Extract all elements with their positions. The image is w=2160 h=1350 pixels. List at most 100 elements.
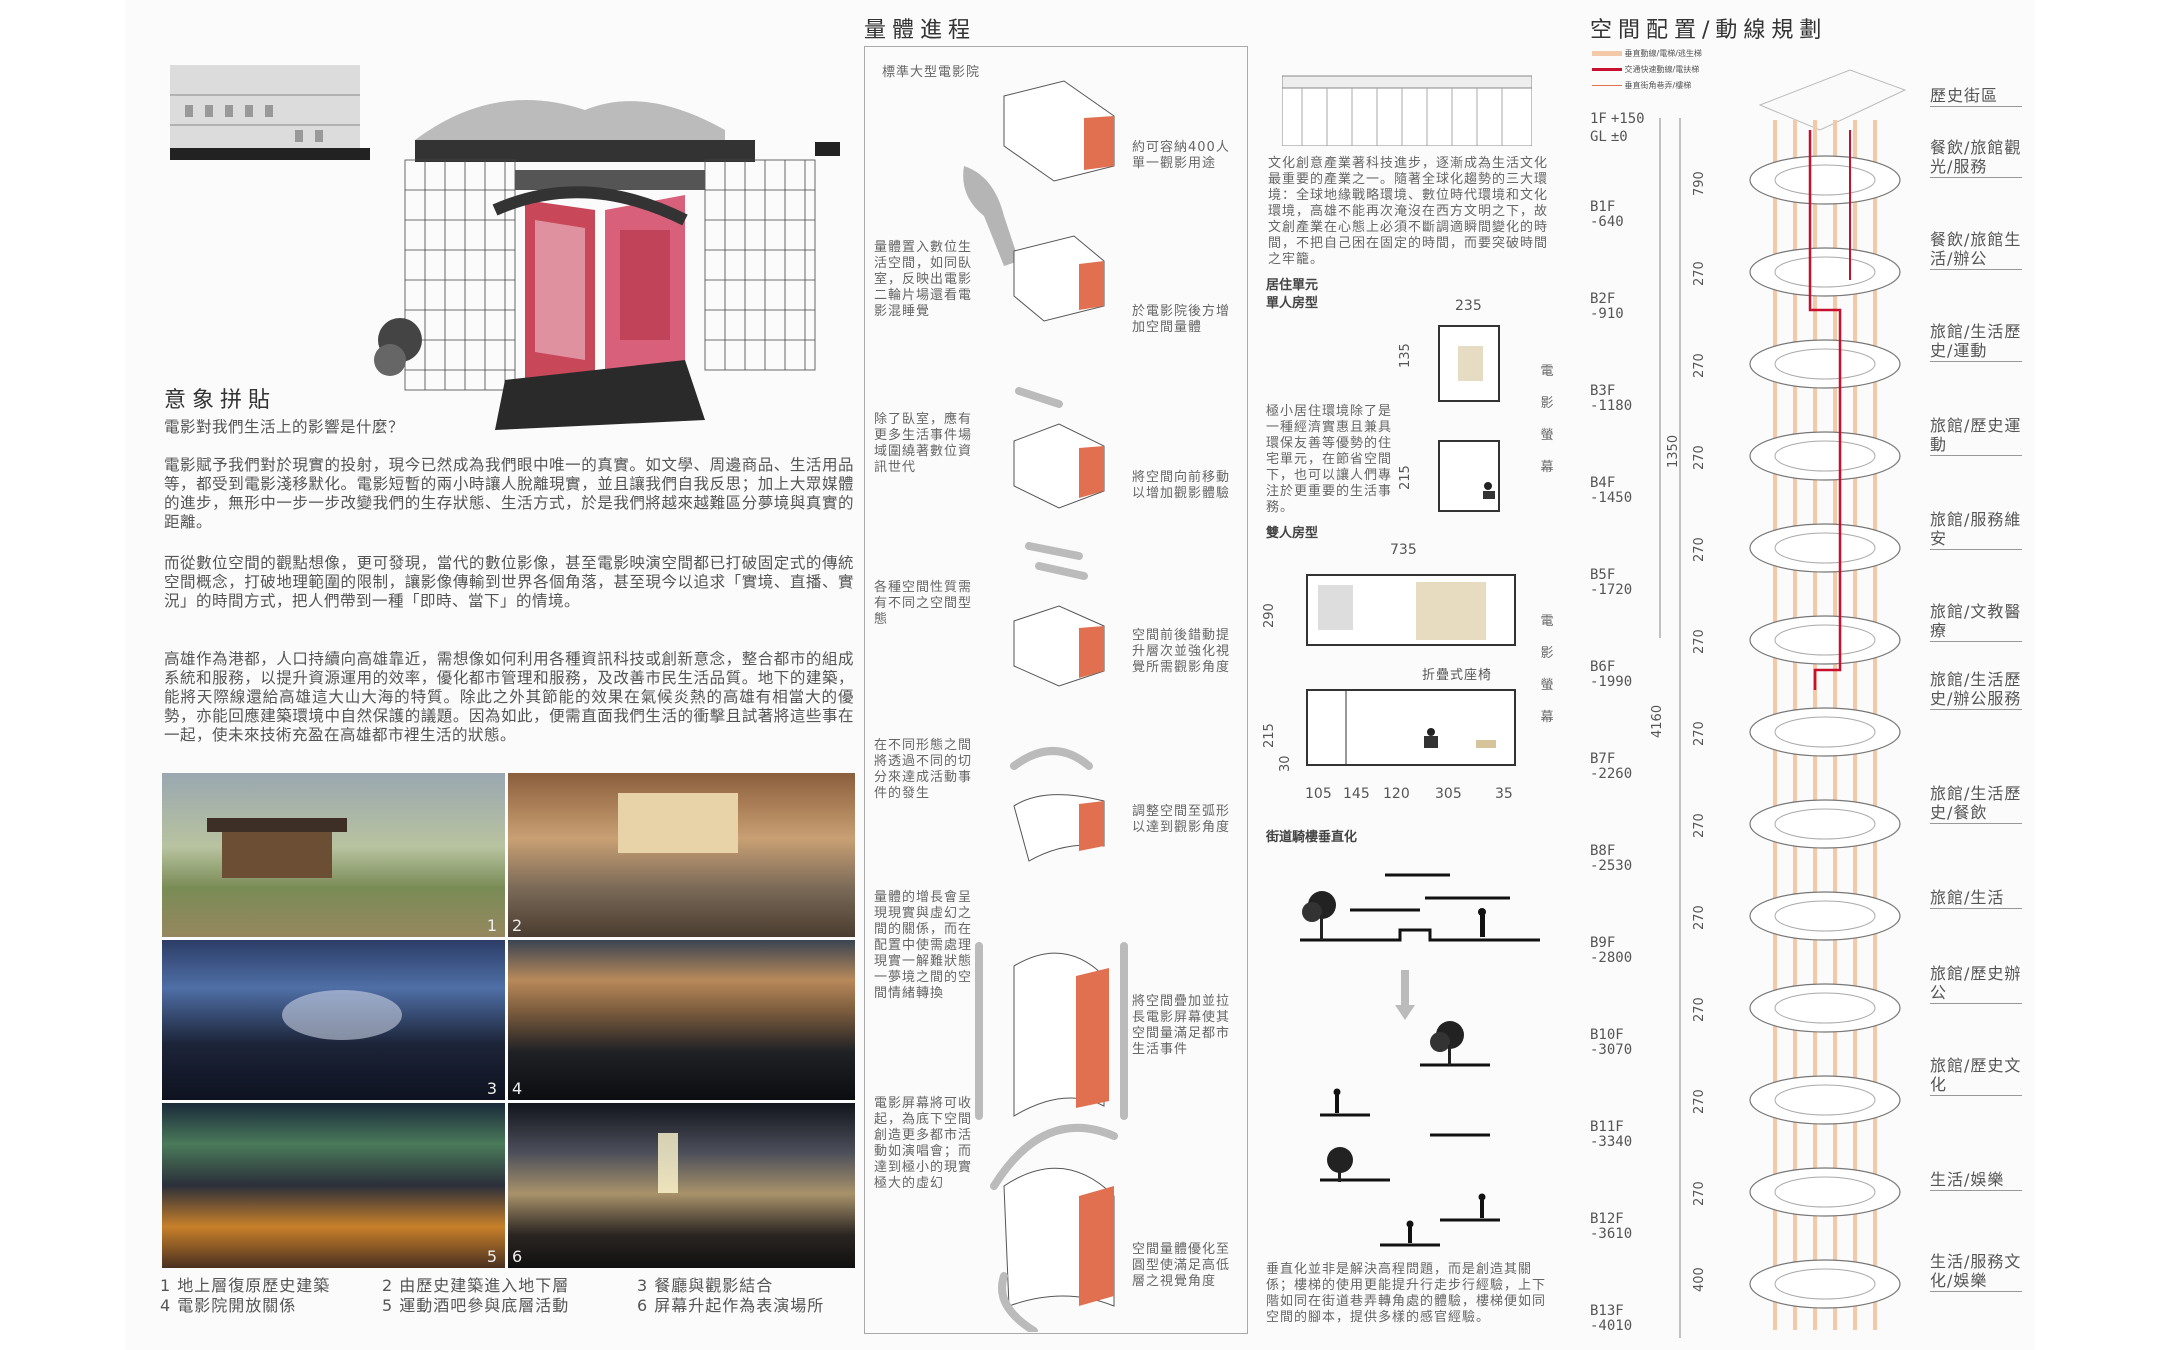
massing-step-7-left: 電影屏幕將可收起，為底下空間創造更多都市活動如演唱會；而達到極小的現實極大的虛幻 bbox=[874, 1096, 973, 1191]
double-room-lower-dim: 215 bbox=[1262, 723, 1277, 748]
dimension-axis bbox=[1640, 118, 1690, 1338]
massing-step-2-left: 量體置入數位生活空間，如同臥室，反映出電影二輪片場還看電影混睡覺 bbox=[874, 240, 973, 319]
floor-level: -3610 bbox=[1590, 1226, 1633, 1242]
function-label-10: 旅館/生活 bbox=[1930, 888, 2022, 909]
floor-level: -1450 bbox=[1590, 490, 1633, 506]
floor-core-5 bbox=[1774, 532, 1876, 564]
bottom-dim-4: 305 bbox=[1435, 786, 1462, 802]
double-room-heading: 雙人房型 bbox=[1266, 526, 1319, 541]
dim-step-9: 270 bbox=[1692, 997, 1707, 1022]
caption-3: 3 餐廳與觀影結合 bbox=[637, 1276, 774, 1295]
floor-core-4 bbox=[1774, 440, 1876, 472]
photo-number-6: 6 bbox=[512, 1247, 523, 1266]
double-room-height: 290 bbox=[1262, 603, 1277, 628]
floor-ring-3 bbox=[1749, 339, 1901, 389]
floor-name: B8F bbox=[1590, 843, 1616, 859]
floor-name: B4F bbox=[1590, 475, 1616, 491]
floor-level: -1990 bbox=[1590, 674, 1633, 690]
floor-13: B11F-3340 bbox=[1590, 1120, 1632, 1150]
floor-ring-4 bbox=[1749, 431, 1901, 481]
floor-name: B2F bbox=[1590, 291, 1616, 307]
dim-step-1: 270 bbox=[1692, 261, 1707, 286]
floor-level: ±0 bbox=[1610, 129, 1628, 145]
function-label-8: 旅館/生活歷史/辦公服務 bbox=[1930, 670, 2022, 710]
dim-last: 400 bbox=[1692, 1267, 1707, 1292]
screen-label-1-char-3: 螢 bbox=[1540, 428, 1554, 443]
collage-paragraph-3: 高雄作為港都，人口持續向高雄靠近，需想像如何利用各種資訊科技或創新意念，整合都市… bbox=[164, 650, 854, 744]
floor-core-10 bbox=[1774, 992, 1876, 1024]
floor-8: B6F-1990 bbox=[1590, 660, 1632, 690]
massing-step-1-right: 約可容納400人單一觀影用途 bbox=[1132, 140, 1230, 171]
floor-6: B4F-1450 bbox=[1590, 476, 1632, 506]
function-label-7: 旅館/文教醫療 bbox=[1930, 602, 2022, 642]
dim-step-8: 270 bbox=[1692, 905, 1707, 930]
dim-upper: 1350 bbox=[1666, 434, 1681, 468]
floor-name: B13F bbox=[1590, 1303, 1624, 1319]
photo-restaurant-cinema: 3 bbox=[162, 940, 505, 1100]
photo-performance-stage: 6 bbox=[508, 1103, 855, 1268]
massing-step-1-left: 標準大型電影院 bbox=[882, 65, 981, 80]
massing-step-3-right: 將空間向前移動以增加觀影體驗 bbox=[1132, 470, 1231, 501]
photo-number-1: 1 bbox=[486, 916, 497, 935]
caption-2: 2 由歷史建築進入地下層 bbox=[382, 1276, 570, 1295]
floor-level: -2800 bbox=[1590, 950, 1633, 966]
massing-step-2-right: 於電影院後方增加空間量體 bbox=[1132, 304, 1231, 335]
floor-12: B10F-3070 bbox=[1590, 1028, 1632, 1058]
function-label-14: 生活/服務文化/娛樂 bbox=[1930, 1252, 2022, 1292]
caption-5: 5 運動酒吧參與底層活動 bbox=[382, 1296, 570, 1315]
screen-label-2-char-3: 螢 bbox=[1540, 678, 1554, 693]
photo-sports-bar: 5 bbox=[162, 1103, 505, 1268]
floor-ring-1 bbox=[1749, 155, 1901, 205]
floor-11: B9F-2800 bbox=[1590, 936, 1632, 966]
floor-10: B8F-2530 bbox=[1590, 844, 1632, 874]
massing-step-6-right: 將空間疊加並拉長電影屏幕使其空間量滿足都市生活事件 bbox=[1132, 994, 1231, 1057]
floor-ring-11 bbox=[1749, 1075, 1901, 1125]
function-label-4: 旅館/生活歷史/運動 bbox=[1930, 322, 2022, 362]
legend-3: 垂直街角巷弄/樓梯 bbox=[1592, 80, 1691, 91]
floor-name: B9F bbox=[1590, 935, 1616, 951]
floor-ring-6 bbox=[1749, 615, 1901, 665]
floor-name: B11F bbox=[1590, 1119, 1624, 1135]
unit-heading: 居住單元 bbox=[1266, 278, 1319, 293]
floor-ring-13 bbox=[1749, 1259, 1901, 1309]
dim-step-7: 270 bbox=[1692, 813, 1707, 838]
photo-historic-building: 1 bbox=[162, 773, 505, 937]
dim-step-10: 270 bbox=[1692, 1089, 1707, 1114]
floor-9: B7F-2260 bbox=[1590, 752, 1632, 782]
dim-step-3: 270 bbox=[1692, 445, 1707, 470]
circulation-section bbox=[1740, 30, 1910, 1340]
bottom-dim-2: 145 bbox=[1343, 786, 1370, 802]
dim-step-4: 270 bbox=[1692, 537, 1707, 562]
collage-paragraph-2: 而從數位空間的觀點想像，更可發現，當代的數位影像，甚至電影映演空間都已打破固定式… bbox=[164, 554, 854, 610]
function-label-12: 旅館/歷史文化 bbox=[1930, 1056, 2022, 1096]
double-room-width: 735 bbox=[1390, 542, 1417, 558]
floor-core-2 bbox=[1774, 256, 1876, 288]
function-label-6: 旅館/服務維安 bbox=[1930, 510, 2022, 550]
floor-ring-5 bbox=[1749, 523, 1901, 573]
floor-core-8 bbox=[1774, 808, 1876, 840]
caption-1: 1 地上層復原歷史建築 bbox=[160, 1276, 331, 1295]
floor-name: B3F bbox=[1590, 383, 1616, 399]
floor-name: 1F bbox=[1590, 111, 1607, 127]
bottom-dim-1: 105 bbox=[1305, 786, 1332, 802]
floor-core-12 bbox=[1774, 1176, 1876, 1208]
photo-number-3: 3 bbox=[486, 1079, 497, 1098]
legend-1: 垂直動線/電梯/逃生梯 bbox=[1592, 48, 1702, 59]
massing-step-4-right: 空間前後錯動提升層次並強化視覺所需觀影角度 bbox=[1132, 628, 1231, 675]
folding-seat-label: 折疊式座椅 bbox=[1422, 668, 1493, 683]
circulation-heading: 空間配置/動線規劃 bbox=[1590, 18, 1828, 43]
floor-level: -640 bbox=[1590, 214, 1624, 230]
screen-label-1-char-1: 電 bbox=[1540, 364, 1554, 379]
function-label-11: 旅館/歷史辦公 bbox=[1930, 964, 2022, 1004]
function-label-3: 餐飲/旅館生活/辦公 bbox=[1930, 230, 2022, 270]
screen-label-1-char-2: 影 bbox=[1540, 396, 1554, 411]
screen-label-2-char-4: 幕 bbox=[1540, 710, 1554, 725]
floor-core-13 bbox=[1774, 1268, 1876, 1300]
single-room-width: 235 bbox=[1455, 298, 1482, 314]
floor-ring-8 bbox=[1749, 799, 1901, 849]
massing-step-7-right: 空間量體優化至圓型使滿足高低層之視覺角度 bbox=[1132, 1242, 1231, 1289]
floor-ring-2 bbox=[1749, 247, 1901, 297]
floor-name: B12F bbox=[1590, 1211, 1624, 1227]
floor-core-1 bbox=[1774, 164, 1876, 196]
function-label-9: 旅館/生活歷史/餐飲 bbox=[1930, 784, 2022, 824]
